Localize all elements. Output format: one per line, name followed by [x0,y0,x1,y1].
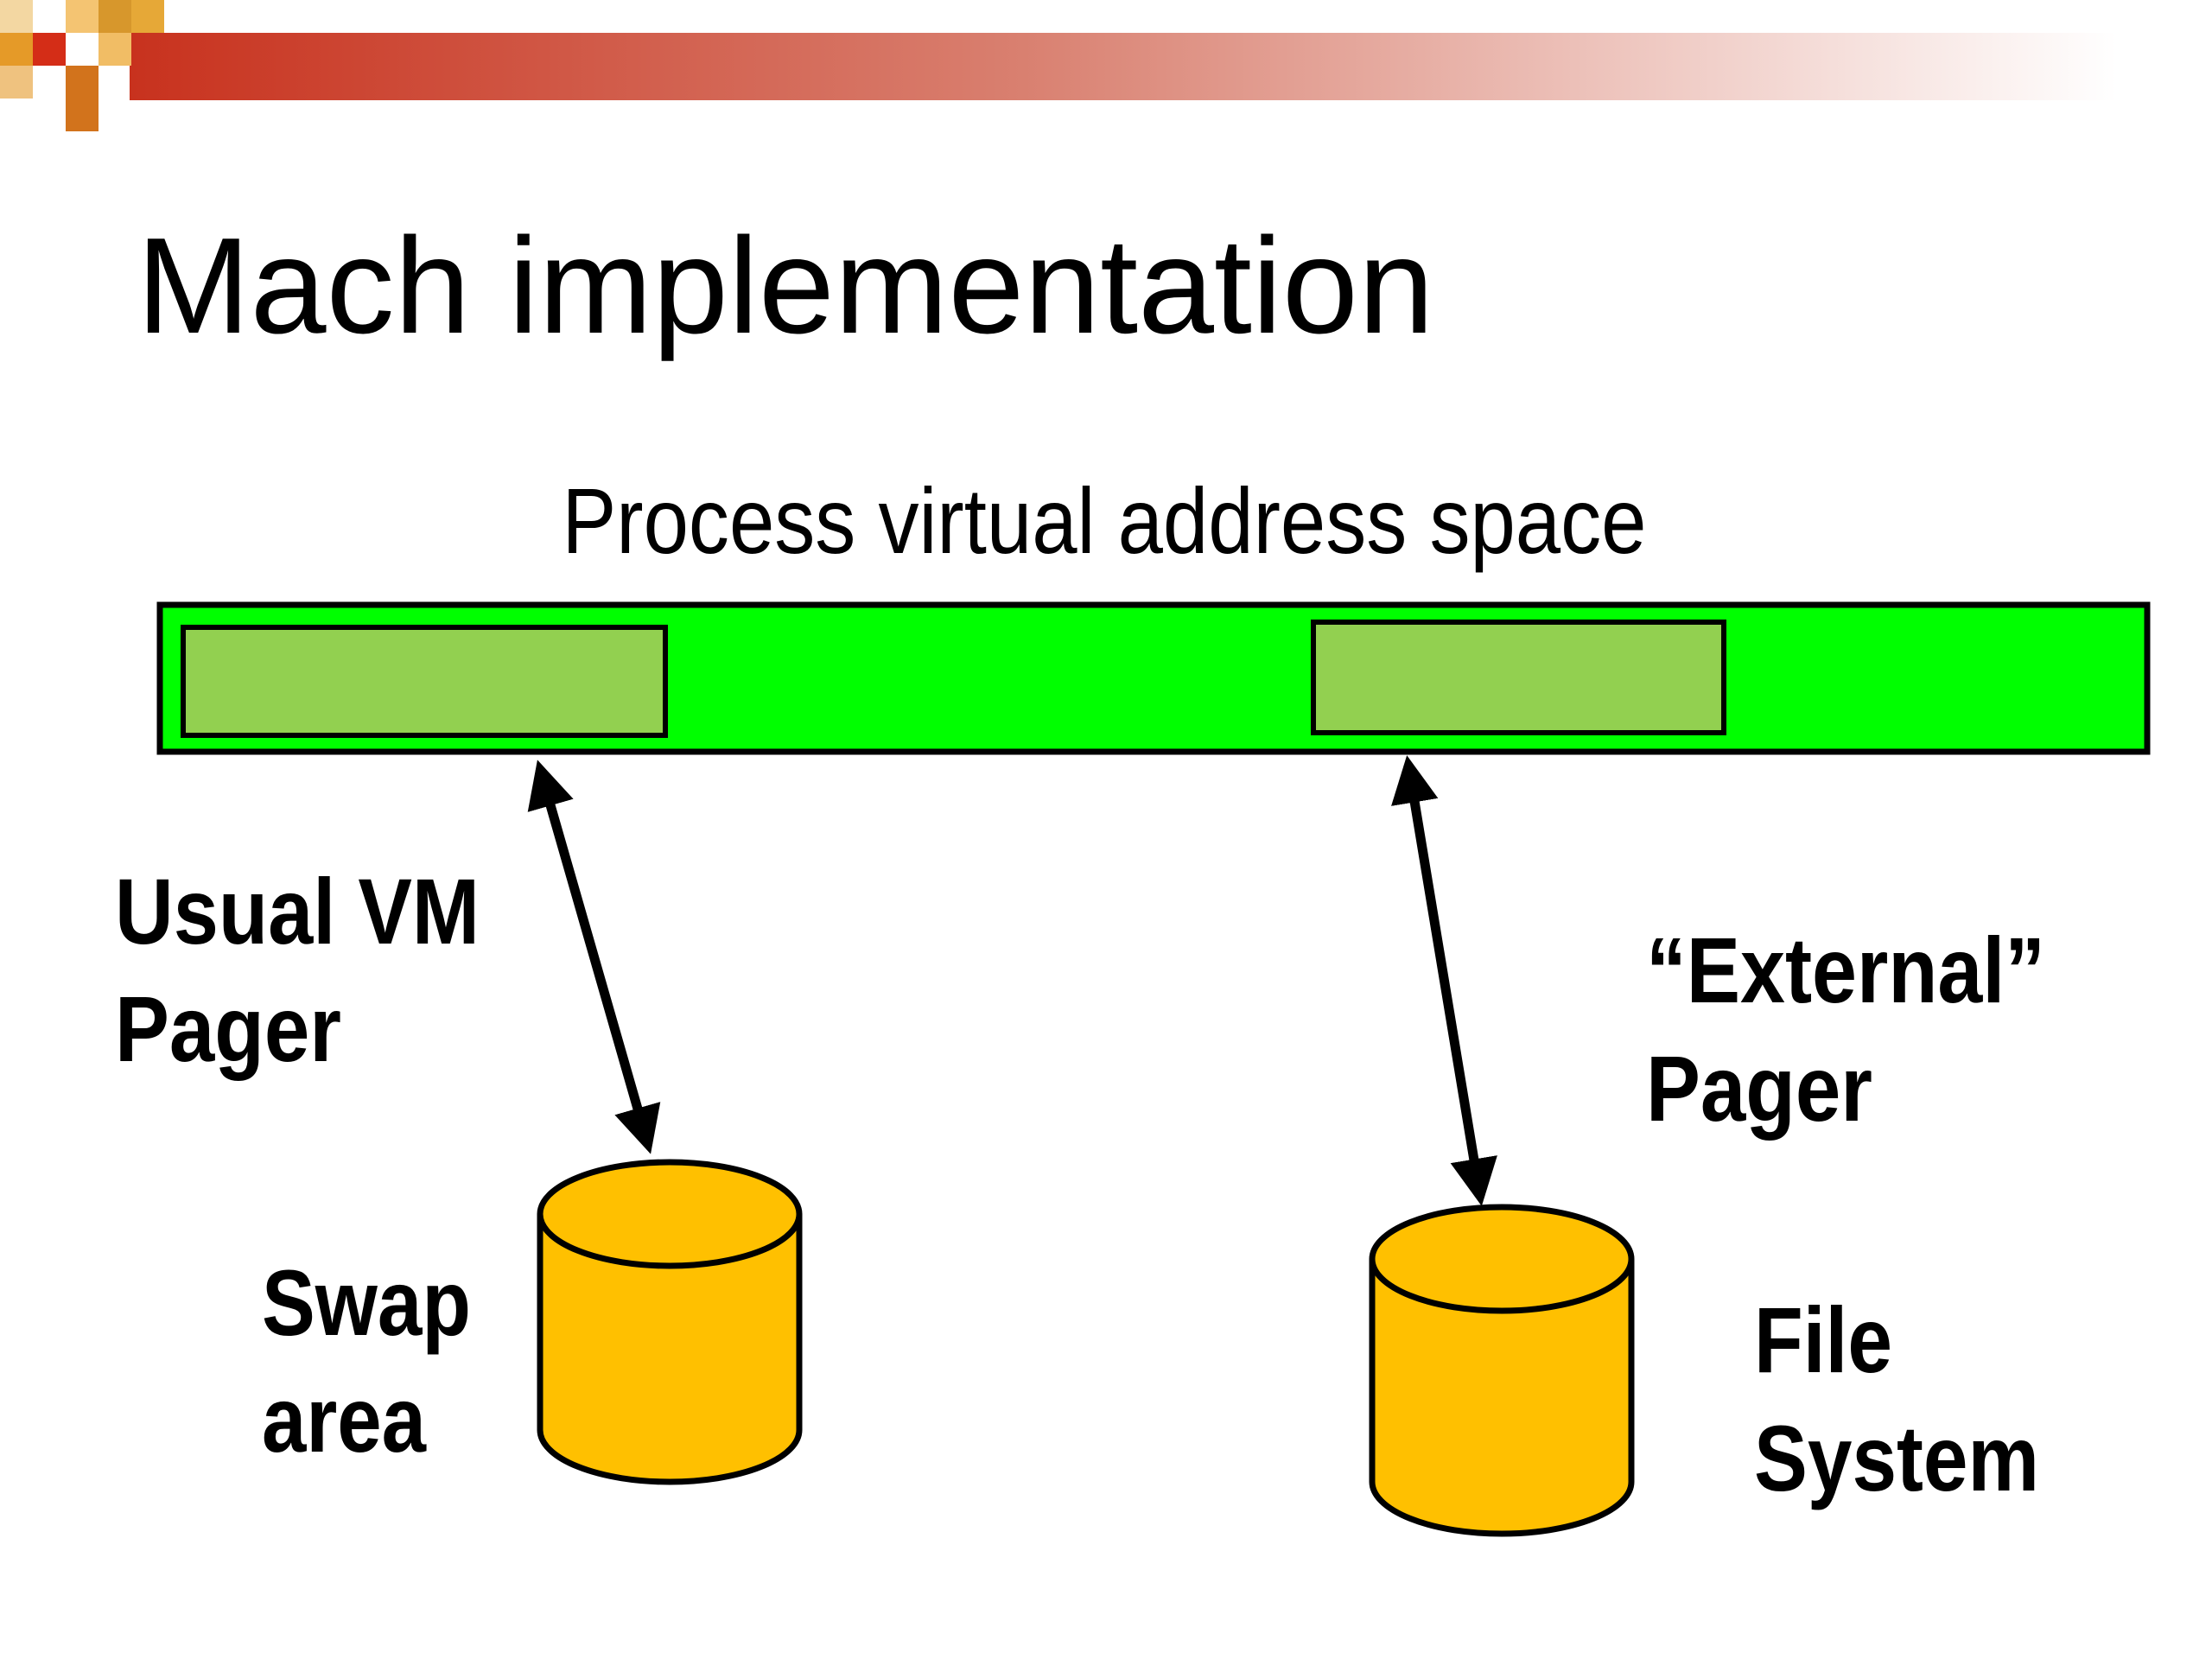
file-region [1311,620,1726,735]
external-pager-line-1: “External” [1646,918,2045,1022]
external-pager-arrow [1391,755,1497,1206]
swap-area-line-1: Swap [262,1250,471,1355]
header-gradient-bar [130,33,2117,100]
header-square [66,66,99,99]
header-square [0,33,33,66]
usual-pager-label: Usual VM Pager [115,859,480,1081]
header-square [131,0,164,33]
usual-pager-line-1: Usual VM [115,859,480,963]
file-system-line-2: System [1754,1406,2039,1510]
slide-title: Mach implementation [137,210,1434,362]
file-system-disk [1369,1204,1635,1537]
header-decoration [0,0,2117,131]
header-square [0,99,33,131]
header-square [0,66,33,99]
header-square [66,99,99,131]
swap-region [181,625,668,738]
external-pager-label: “External” Pager [1646,918,2045,1141]
swap-area-disk [537,1159,803,1485]
header-square [66,33,99,66]
header-square [99,33,131,66]
swap-area-line-2: area [262,1367,427,1471]
usual-pager-arrow [527,760,661,1154]
swap-area-label: Swap area [262,1250,471,1471]
usual-pager-line-2: Pager [115,976,341,1081]
header-square [33,99,66,131]
header-square [33,66,66,99]
header-square [0,0,33,33]
file-system-label: File System [1754,1287,2039,1510]
external-pager-line-2: Pager [1646,1036,1872,1141]
address-space-label: Process virtual address space [563,468,1647,573]
file-system-line-1: File [1754,1287,1892,1392]
header-square [33,33,66,66]
header-square [33,0,66,33]
header-square [66,0,99,33]
header-square [99,0,131,33]
